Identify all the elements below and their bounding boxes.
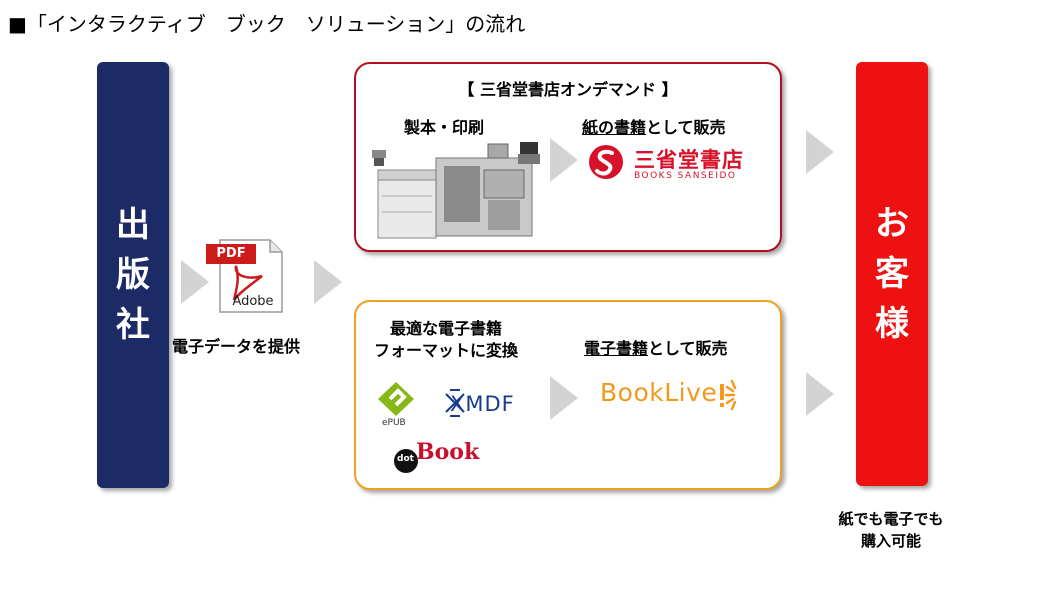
ebook-underlined: 電子書籍 [584, 339, 649, 358]
arrow-right-icon [314, 260, 342, 304]
paper-sales-label: 紙の書籍として販売 [582, 114, 726, 138]
dotbook-dot-label: dot [397, 454, 414, 464]
sanseido-subtitle: BOOKS SANSEIDO [634, 171, 737, 181]
dotbook-label: Book [416, 439, 480, 465]
customer-char-2: 客 [875, 254, 909, 294]
ebook-convert-line1: 最適な電子書籍 [389, 319, 502, 338]
print-step-label: 製本・印刷 [404, 118, 485, 137]
pdf-document-icon: PDF Adobe [204, 236, 286, 314]
booklive-spark-icon [720, 379, 737, 411]
paper-sales-rest: として販売 [646, 118, 726, 137]
pdf-caption: 電子データを提供 [172, 337, 301, 356]
pdf-badge: PDF [216, 246, 246, 261]
epub-icon [378, 382, 414, 416]
adobe-label: Adobe [232, 294, 274, 309]
paper-book-underlined: 紙の書籍 [582, 118, 647, 137]
dotbook-logo: dot Book [394, 437, 484, 477]
ebook-sales-label: 電子書籍として販売 [584, 335, 728, 359]
customer-char-3: 様 [875, 304, 909, 344]
booklive-logo: BookLive [600, 378, 770, 418]
page-title: ■「インタラクティブ ブック ソリューション」の流れ [8, 12, 526, 36]
arrow-right-icon [550, 376, 578, 420]
arrow-right-icon [806, 372, 834, 416]
dotbook-dot-icon [394, 449, 418, 473]
ebook-box: 最適な電子書籍 フォーマットに変換 電子書籍として販売 ePUB XMDF do… [354, 300, 782, 490]
sanseido-mark-icon [589, 145, 623, 179]
epub-logo: ePUB [376, 380, 422, 432]
customer-char-1: お [875, 204, 909, 244]
publisher-bar: 出 版 社 [97, 62, 169, 488]
publisher-char-1: 出 [116, 205, 150, 245]
customer-caption: 紙でも電子でも 購入可能 [816, 508, 966, 552]
ebook-convert-line2: フォーマットに変換 [373, 341, 518, 360]
xmdf-label: XMDF [450, 392, 515, 416]
ebook-sales-rest: として販売 [648, 339, 728, 358]
printing-machine-icon [370, 140, 548, 240]
publisher-char-3: 社 [116, 305, 150, 345]
sanseido-logo: 三省堂書店 BOOKS SANSEIDO [588, 144, 758, 184]
print-box-heading: 【 三省堂書店オンデマンド 】 [458, 80, 678, 99]
customer-caption-line2: 購入可能 [860, 532, 921, 550]
ebook-convert-label: 最適な電子書籍 フォーマットに変換 [366, 318, 526, 362]
arrow-right-icon [550, 138, 578, 182]
xmdf-logo: XMDF [440, 386, 530, 422]
arrow-right-icon [806, 130, 834, 174]
xmdf-mark-icon [445, 389, 465, 417]
sanseido-name: 三省堂書店 [634, 148, 744, 172]
customer-caption-line1: 紙でも電子でも [838, 510, 944, 528]
customer-bar: お 客 様 [856, 62, 928, 486]
booklive-label: BookLive [600, 378, 718, 407]
arrow-right-icon [181, 260, 209, 304]
epub-label: ePUB [382, 418, 406, 428]
publisher-char-2: 版 [116, 255, 150, 295]
print-on-demand-box: 【 三省堂書店オンデマンド 】 製本・印刷 紙の書籍として販売 三省堂書店 BO… [354, 62, 782, 252]
